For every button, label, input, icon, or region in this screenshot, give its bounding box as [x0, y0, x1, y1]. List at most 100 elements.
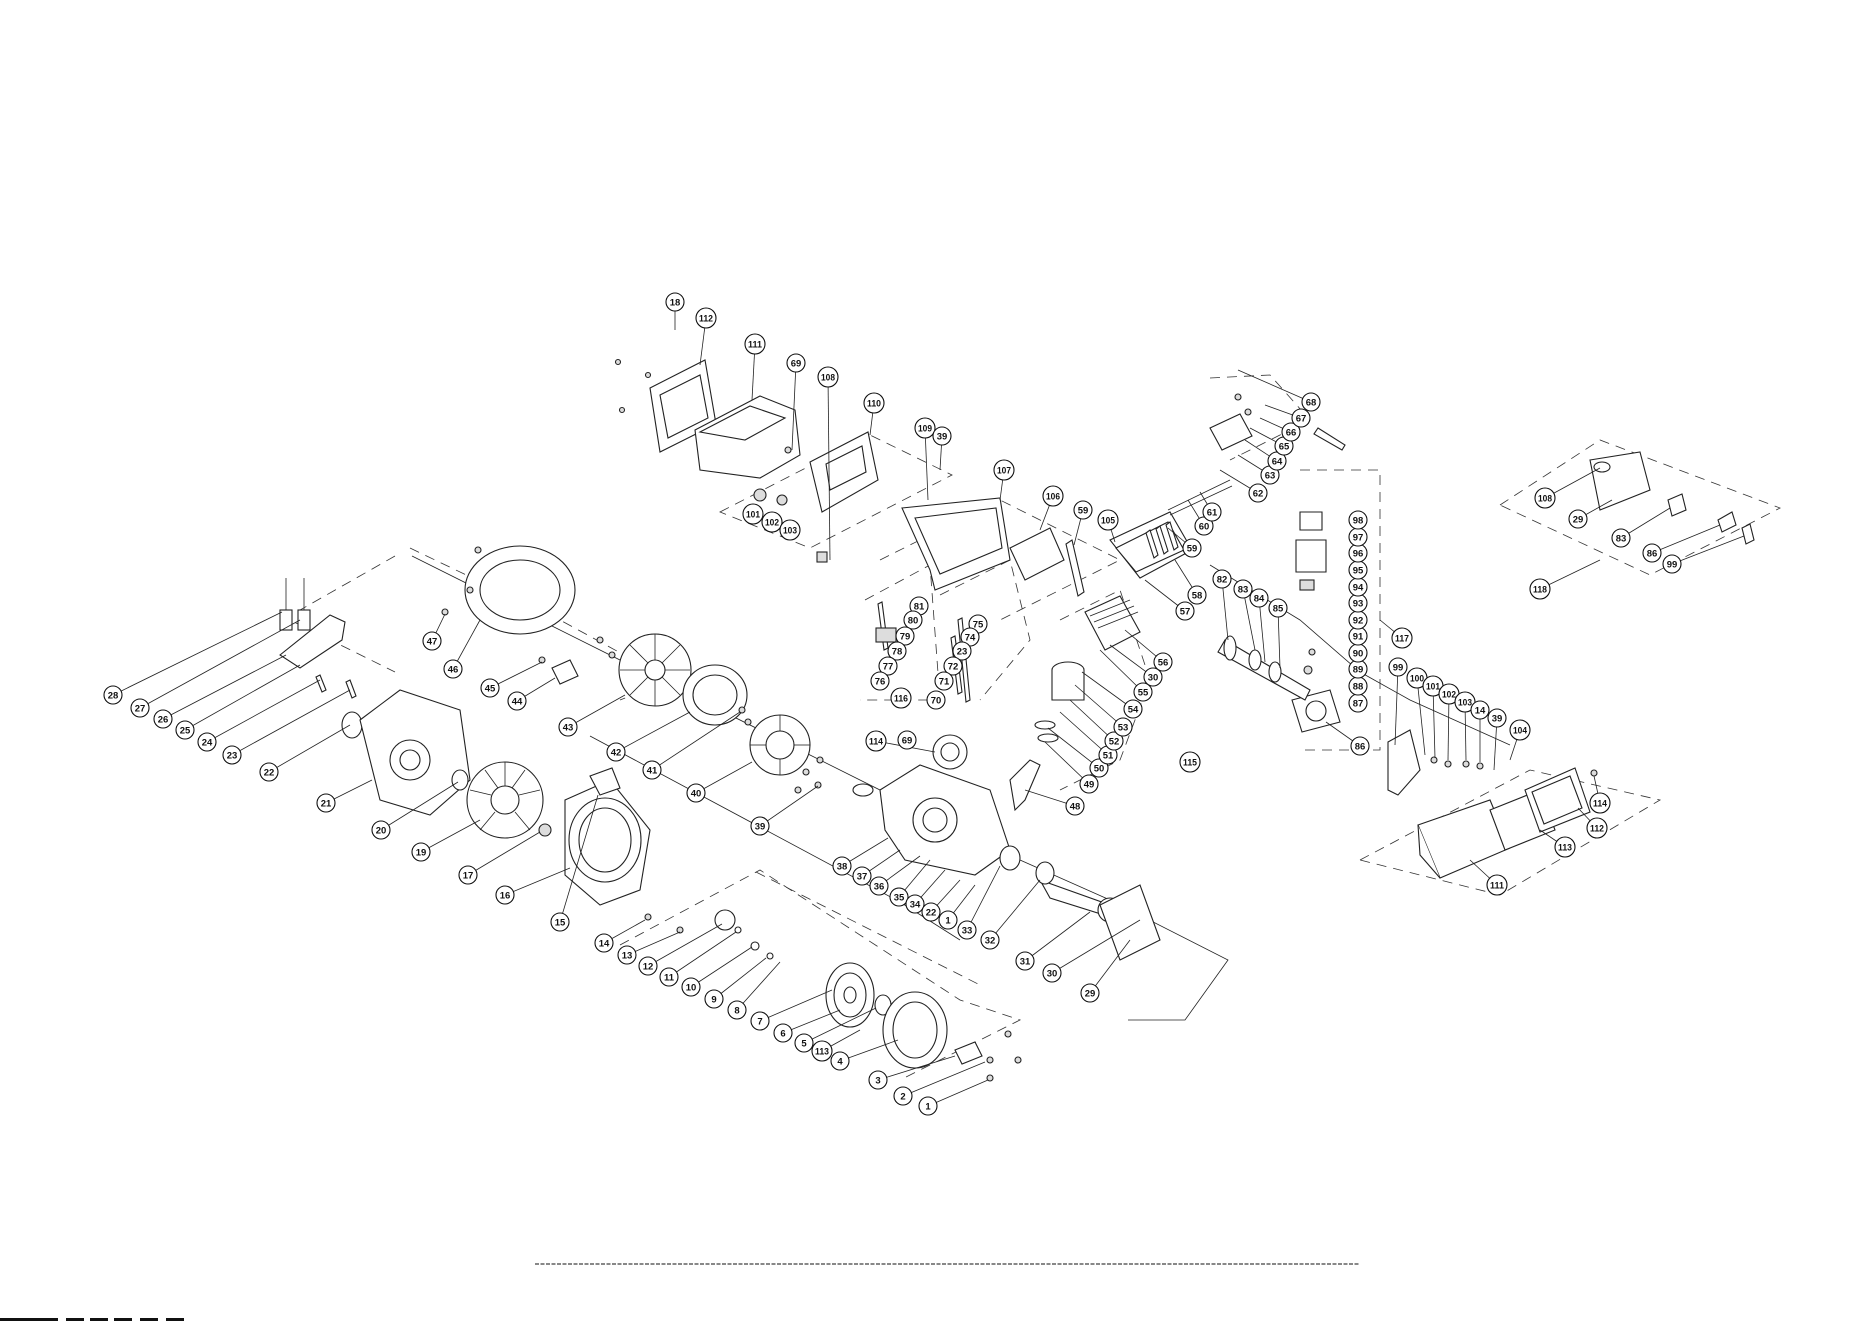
- part-label-number: 113: [815, 1046, 829, 1057]
- part-label-bubble: [889, 887, 909, 907]
- part-label-number: 32: [985, 935, 996, 946]
- part-label-bubble: [1470, 700, 1490, 720]
- part-label-number: 39: [1492, 713, 1503, 724]
- part-label-number: 100: [1410, 673, 1424, 684]
- part-label-bubble: [1123, 699, 1143, 719]
- part-label-89: 89: [1348, 659, 1368, 679]
- part-label-bubble: [905, 894, 925, 914]
- part-label-76: 76: [870, 671, 890, 691]
- part-label-bubble: [1611, 528, 1631, 548]
- part-label-66: 66: [1281, 422, 1301, 442]
- part-label-bubble: [411, 842, 431, 862]
- part-label-number: 14: [599, 938, 610, 949]
- part-label-bubble: [1487, 708, 1507, 728]
- part-label-number: 29: [1573, 514, 1584, 525]
- part-label-114: 114: [1589, 792, 1611, 814]
- part-label-112: 112: [695, 307, 717, 329]
- part-label-number: 20: [376, 825, 387, 836]
- part-label-number: 30: [1148, 672, 1159, 683]
- part-label-number: 26: [158, 714, 169, 725]
- part-label-number: 53: [1118, 722, 1129, 733]
- part-label-number: 24: [202, 737, 213, 748]
- part-label-number: 105: [1101, 515, 1116, 526]
- part-label-bubble: [153, 709, 173, 729]
- part-label-bubble: [750, 816, 770, 836]
- part-label-40: 40: [686, 783, 706, 803]
- part-label-34: 34: [905, 894, 925, 914]
- part-label-number: 95: [1353, 565, 1364, 576]
- part-label-bubble: [794, 1033, 814, 1053]
- part-label-number: 114: [869, 736, 884, 747]
- part-label-number: 7: [757, 1016, 762, 1027]
- part-label-6: 6: [773, 1023, 793, 1043]
- part-label-103: 103: [779, 519, 801, 541]
- part-label-number: 15: [555, 917, 566, 928]
- part-label-number: 111: [748, 339, 763, 350]
- part-label-42: 42: [606, 742, 626, 762]
- part-label-104: 104: [1509, 719, 1531, 741]
- part-label-number: 70: [931, 695, 942, 706]
- part-label-101: 101: [1422, 675, 1444, 697]
- part-label-number: 99: [1393, 662, 1404, 673]
- part-label-110: 110: [863, 392, 885, 414]
- part-label-bubble: [852, 866, 872, 886]
- part-label-101: 101: [742, 503, 764, 525]
- part-label-number: 5: [801, 1038, 807, 1049]
- part-label-bubble: [617, 945, 637, 965]
- part-label-33: 33: [957, 920, 977, 940]
- part-label-number: 93: [1353, 598, 1364, 609]
- part-label-bubble: [1097, 509, 1119, 531]
- part-label-22: 22: [921, 902, 941, 922]
- part-label-number: 69: [791, 358, 802, 369]
- part-label-118: 118: [1529, 578, 1551, 600]
- part-label-28: 28: [103, 685, 123, 705]
- part-label-bubble: [1202, 502, 1222, 522]
- part-label-97: 97: [1348, 527, 1368, 547]
- part-label-19: 19: [411, 842, 431, 862]
- part-label-number: 17: [463, 870, 474, 881]
- part-label-bubble: [665, 292, 685, 312]
- part-label-number: 38: [837, 861, 848, 872]
- part-label-59: 59: [1182, 538, 1202, 558]
- part-label-number: 42: [611, 747, 622, 758]
- part-label-9: 9: [704, 989, 724, 1009]
- part-label-number: 49: [1084, 779, 1095, 790]
- part-label-43: 43: [558, 717, 578, 737]
- part-label-number: 68: [1306, 397, 1317, 408]
- part-label-99: 99: [1388, 657, 1408, 677]
- part-label-number: 33: [962, 925, 973, 936]
- part-label-number: 9: [711, 994, 716, 1005]
- part-label-bubble: [932, 426, 952, 446]
- part-label-44: 44: [507, 691, 527, 711]
- part-label-bubble: [1486, 874, 1508, 896]
- part-label-23: 23: [222, 745, 242, 765]
- part-label-106: 106: [1042, 485, 1064, 507]
- part-label-bubble: [934, 671, 954, 691]
- part-label-bubble: [507, 691, 527, 711]
- part-label-number: 8: [734, 1005, 739, 1016]
- part-label-number: 41: [647, 765, 658, 776]
- part-label-39: 39: [750, 816, 770, 836]
- part-label-number: 61: [1207, 507, 1218, 518]
- part-label-14: 14: [1470, 700, 1490, 720]
- part-label-number: 83: [1616, 533, 1627, 544]
- part-label-bubble: [458, 865, 478, 885]
- part-label-23: 23: [952, 641, 972, 661]
- part-label-60: 60: [1194, 516, 1214, 536]
- part-label-bubble: [222, 745, 242, 765]
- part-label-112: 112: [1586, 817, 1608, 839]
- part-label-53: 53: [1113, 717, 1133, 737]
- part-label-number: 1: [925, 1101, 931, 1112]
- part-label-49: 49: [1079, 774, 1099, 794]
- part-label-bubble: [830, 1051, 850, 1071]
- part-label-number: 47: [427, 636, 438, 647]
- part-label-number: 104: [1513, 725, 1528, 736]
- part-label-number: 30: [1047, 968, 1058, 979]
- part-label-bubble: [1143, 667, 1163, 687]
- part-label-36: 36: [869, 876, 889, 896]
- part-label-bubble: [897, 730, 917, 750]
- part-label-number: 84: [1254, 593, 1265, 604]
- part-label-number: 67: [1296, 413, 1307, 424]
- part-label-96: 96: [1348, 543, 1368, 563]
- part-label-number: 87: [1353, 698, 1364, 709]
